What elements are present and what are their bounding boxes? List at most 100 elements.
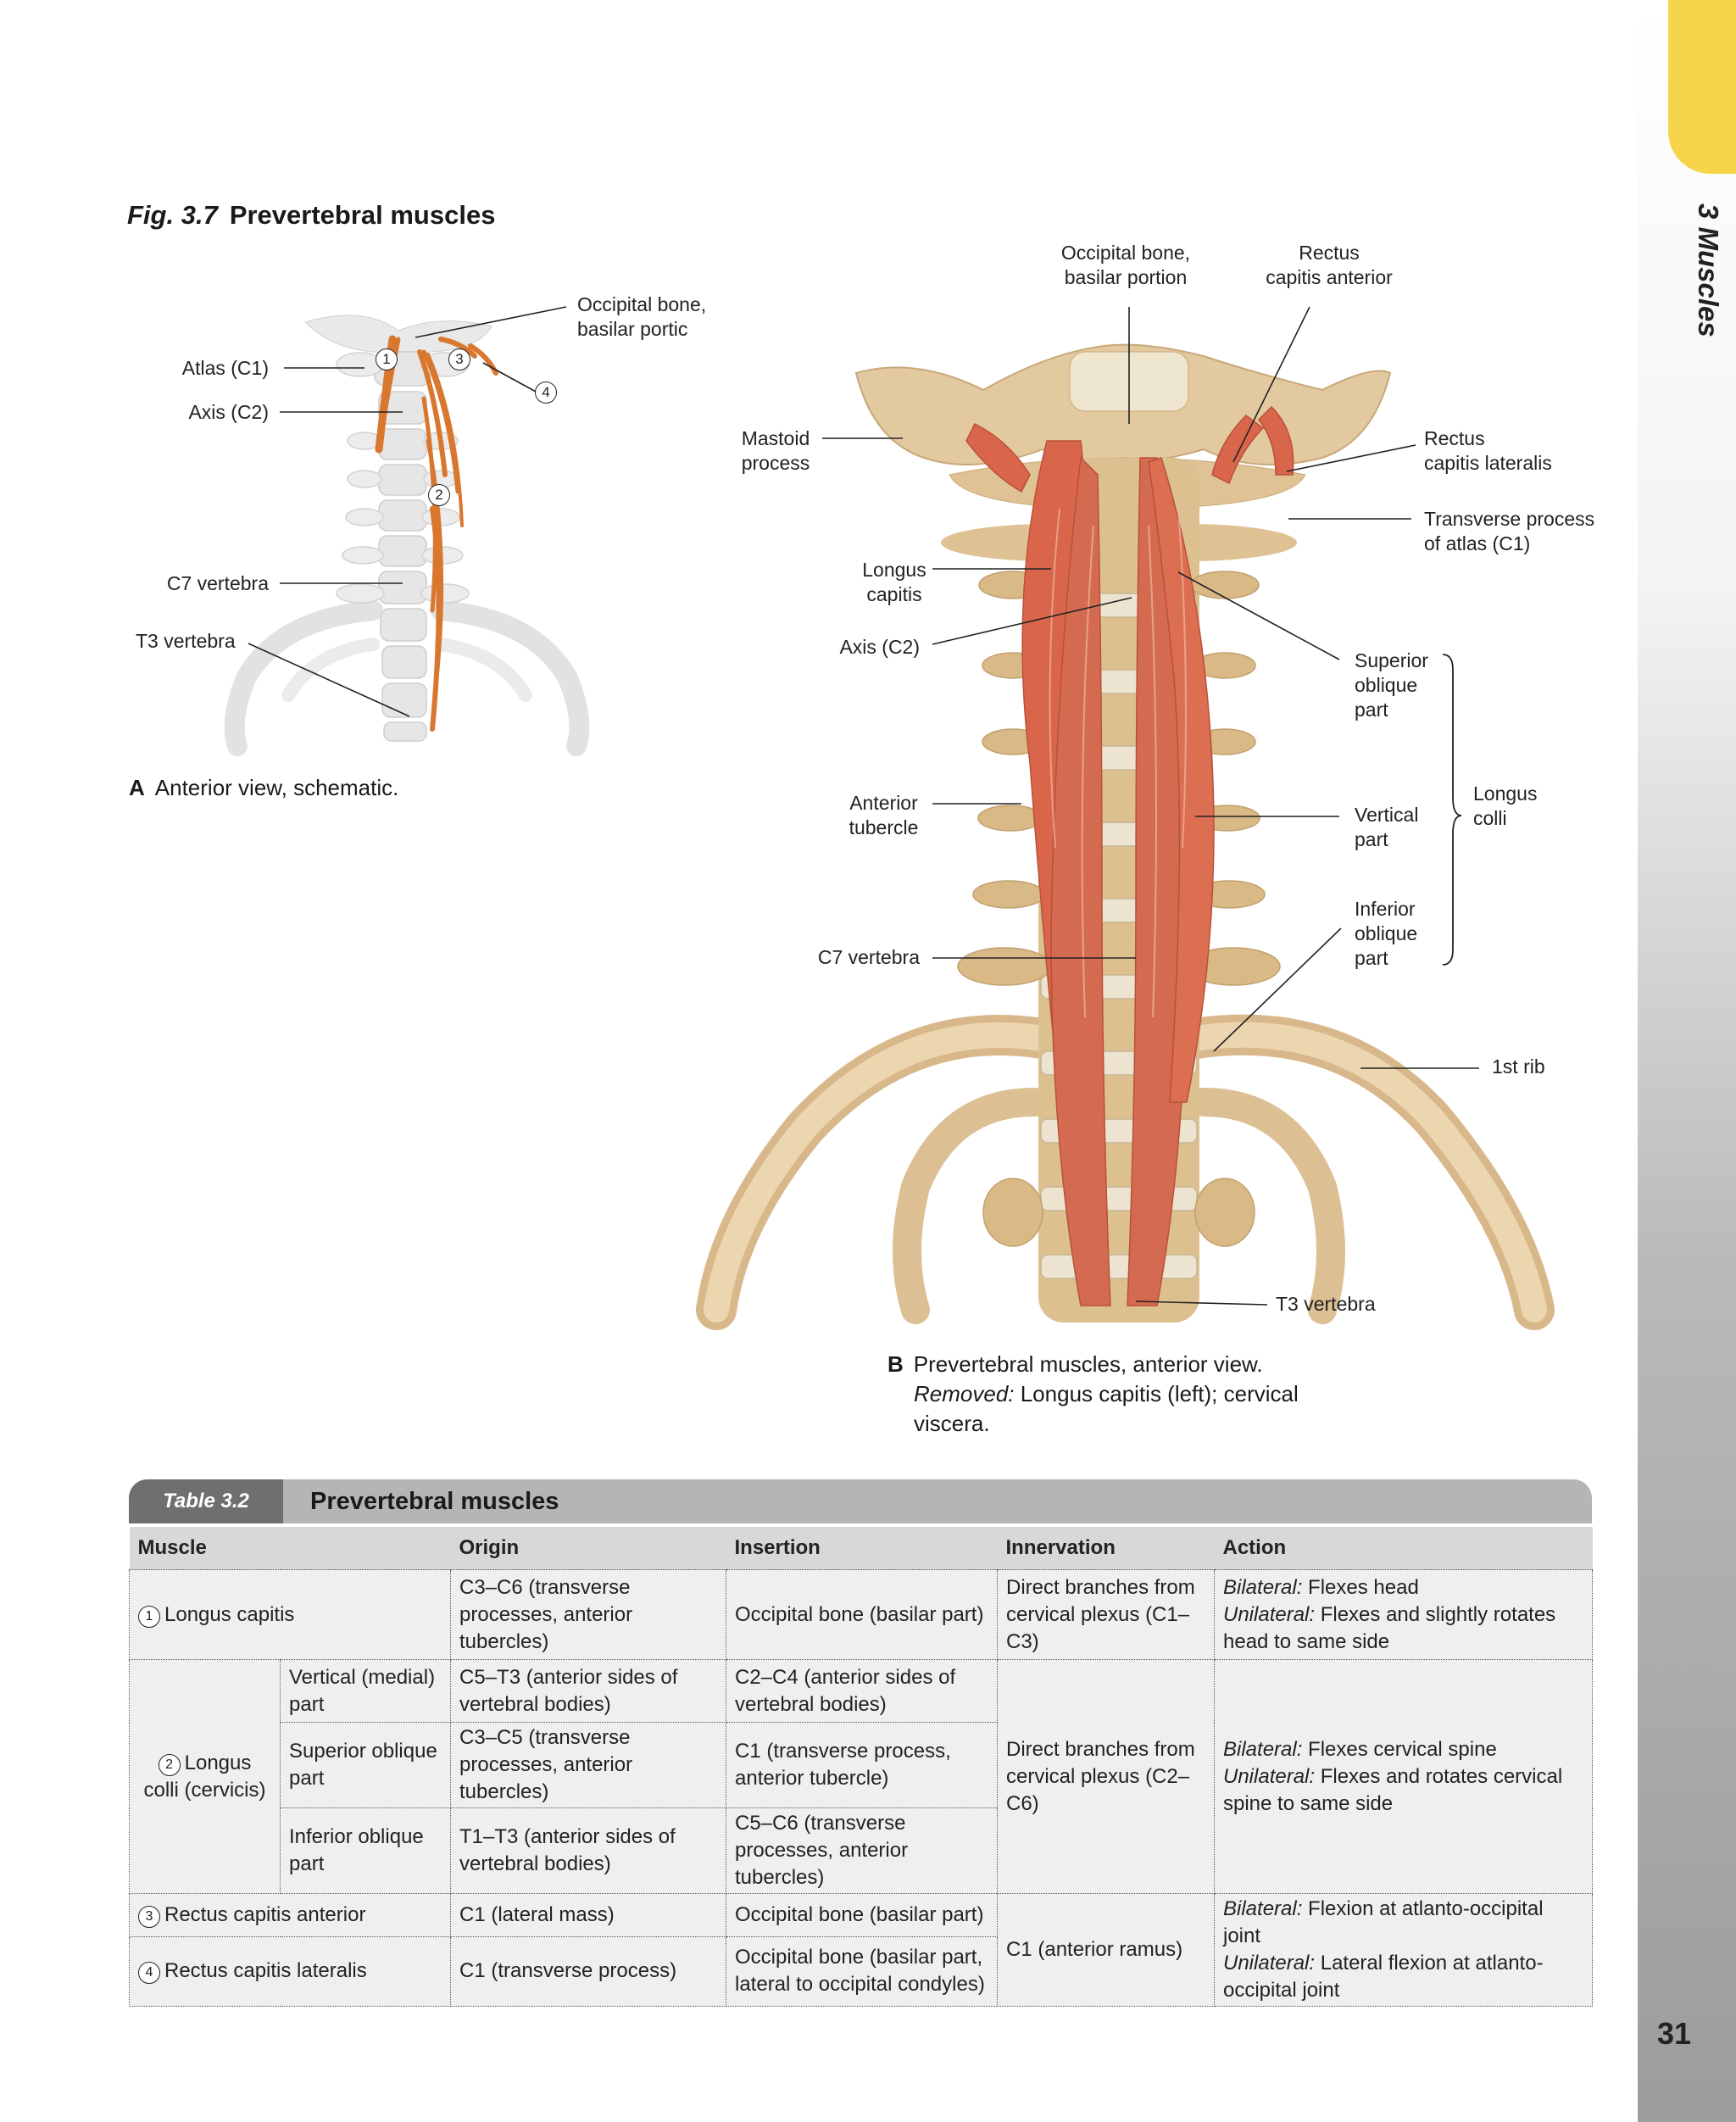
unilateral-text: Flexes and slightly rotates head to same… xyxy=(1223,1602,1556,1653)
label-b-longus-capitis: Longus capitis xyxy=(862,559,926,605)
marker-1: 1 xyxy=(376,348,398,370)
label-b-occipital-bone: Occipital bone, basilar portion xyxy=(1060,242,1191,288)
cell-innervation: Direct branches from cervical plexus (C1… xyxy=(997,1569,1215,1660)
label-b-anterior-tubercle: Anterior tubercle xyxy=(849,792,919,838)
figure-title: Fig. 3.7 Prevertebral muscles xyxy=(127,200,495,231)
caption-a-text: Anterior view, schematic. xyxy=(154,775,399,800)
label-b-vertical-part: Vertical part xyxy=(1355,804,1419,850)
muscle-name: Rectus capitis anterior xyxy=(164,1902,366,1926)
unilateral-label: Unilateral: xyxy=(1223,1764,1316,1788)
table-row-longus-colli-inferior: Inferior oblique part T1–T3 (anterior si… xyxy=(130,1807,1593,1894)
muscle-name: Rectus capitis lateralis xyxy=(164,1959,367,1983)
cell-insertion: Occipital bone (basilar part) xyxy=(726,1893,998,1937)
label-a-c7: C7 vertebra xyxy=(166,572,269,594)
col-header-origin: Origin xyxy=(450,1527,726,1570)
number-marker: 3 xyxy=(138,1905,160,1928)
muscle-name: Longus colli (cervicis) xyxy=(143,1751,266,1802)
bilateral-text: Flexes head xyxy=(1302,1575,1419,1599)
label-a-atlas: Atlas (C1) xyxy=(181,357,269,379)
label-b-c7: C7 vertebra xyxy=(817,946,920,968)
caption-b-letter: B xyxy=(887,1351,904,1377)
figure-number: Fig. 3.7 xyxy=(127,200,218,230)
unilateral-label: Unilateral: xyxy=(1223,1952,1316,1974)
chapter-tab xyxy=(1668,0,1736,174)
col-header-insertion: Insertion xyxy=(726,1527,998,1570)
table-title: Prevertebral muscles xyxy=(310,1488,559,1515)
muscle-name: Longus capitis xyxy=(164,1602,295,1626)
label-b-t3: T3 vertebra xyxy=(1276,1293,1376,1315)
cell-innervation: C1 (anterior ramus) xyxy=(997,1893,1215,2007)
table-header-bar: Table 3.2 Prevertebral muscles xyxy=(129,1479,1592,1523)
number-marker: 2 xyxy=(158,1753,181,1776)
panel-a-schematic xyxy=(224,306,590,756)
marker-3: 3 xyxy=(448,348,470,370)
label-b-longus-colli: Longus colli xyxy=(1473,783,1538,829)
label-b-transverse-process: Transverse process of atlas (C1) xyxy=(1424,508,1595,554)
bilateral-label: Bilateral: xyxy=(1223,1897,1303,1920)
cell-insertion: C1 (transverse process, anterior tubercl… xyxy=(726,1722,998,1808)
cell-origin: C3–C6 (transverse processes, anterior tu… xyxy=(450,1569,726,1660)
page-number: 31 xyxy=(1657,2016,1692,2051)
cell-insertion: Occipital bone (basilar part) xyxy=(726,1569,998,1660)
cell-origin: T1–T3 (anterior sides of vertebral bodie… xyxy=(450,1807,726,1894)
label-a-axis: Axis (C2) xyxy=(188,401,269,423)
cell-origin: C5–T3 (anterior sides of vertebral bodie… xyxy=(450,1659,726,1723)
col-header-muscle: Muscle xyxy=(129,1527,451,1570)
label-b-axis: Axis (C2) xyxy=(839,636,920,658)
chapter-label: 3 Muscles xyxy=(1693,203,1724,337)
anatomy-illustrations xyxy=(224,306,1555,1330)
number-marker: 4 xyxy=(138,1962,160,1985)
cell-action: Bilateral: Flexion at atlanto-occipital … xyxy=(1214,1893,1593,2007)
col-header-action: Action xyxy=(1214,1527,1593,1570)
marker-4: 4 xyxy=(535,382,557,404)
cell-part: Superior oblique part xyxy=(280,1722,451,1808)
label-b-inferior-oblique: Inferior oblique part xyxy=(1355,898,1418,969)
number-marker: 1 xyxy=(138,1605,160,1628)
unilateral-text: Flexes and rotates cervical spine to sam… xyxy=(1223,1764,1563,1815)
caption-b-removed-label: Removed: xyxy=(914,1381,1015,1406)
cell-innervation: Direct branches from cervical plexus (C2… xyxy=(997,1659,1215,1894)
table-header-row: Muscle Origin Insertion Innervation Acti… xyxy=(129,1527,1593,1570)
label-b-mastoid: Mastoid process xyxy=(741,427,810,474)
bilateral-label: Bilateral: xyxy=(1223,1737,1303,1761)
cell-insertion: Occipital bone (basilar part, lateral to… xyxy=(726,1935,998,2008)
muscle-table: Muscle Origin Insertion Innervation Acti… xyxy=(129,1527,1593,2008)
cell-origin: C1 (transverse process) xyxy=(450,1935,726,2008)
label-b-superior-oblique: Superior oblique part xyxy=(1355,649,1428,721)
caption-b: B Prevertebral muscles, anterior view. Re… xyxy=(887,1350,1328,1439)
label-a-occipital-bone: Occipital bone, basilar portic xyxy=(577,293,707,340)
cell-part: Inferior oblique part xyxy=(280,1807,451,1894)
label-b-rectus-capitis-lateralis: Rectus capitis lateralis xyxy=(1424,427,1552,474)
cell-insertion: C5–C6 (transverse processes, anterior tu… xyxy=(726,1807,998,1894)
cell-insertion: C2–C4 (anterior sides of vertebral bodie… xyxy=(726,1659,998,1723)
cell-origin: C3–C5 (transverse processes, anterior tu… xyxy=(450,1722,726,1808)
table-row-longus-colli-superior: Superior oblique part C3–C5 (transverse … xyxy=(130,1722,1593,1808)
table-number: Table 3.2 xyxy=(129,1479,283,1523)
bilateral-text: Flexes cervical spine xyxy=(1302,1737,1497,1761)
marker-2: 2 xyxy=(428,484,450,506)
label-a-t3: T3 vertebra xyxy=(136,630,236,652)
unilateral-label: Unilateral: xyxy=(1223,1602,1316,1626)
unilateral-text: Lateral flexion at atlanto-occipital joi… xyxy=(1223,1952,1544,2002)
label-b-rectus-capitis-anterior: Rectus capitis anterior xyxy=(1266,242,1393,288)
panel-b-anatomy xyxy=(696,306,1555,1330)
bilateral-label: Bilateral: xyxy=(1223,1575,1303,1599)
figure-title-text: Prevertebral muscles xyxy=(229,200,496,230)
side-bar xyxy=(1638,0,1736,2122)
caption-b-line1: Prevertebral muscles, anterior view. xyxy=(913,1351,1263,1377)
caption-b-line3: viscera. xyxy=(914,1411,990,1436)
col-header-innervation: Innervation xyxy=(997,1527,1215,1570)
label-b-first-rib: 1st rib xyxy=(1492,1055,1545,1078)
caption-b-removed-text: Longus capitis (left); cervical xyxy=(1014,1381,1299,1406)
cell-part: Vertical (medial) part xyxy=(280,1659,451,1723)
